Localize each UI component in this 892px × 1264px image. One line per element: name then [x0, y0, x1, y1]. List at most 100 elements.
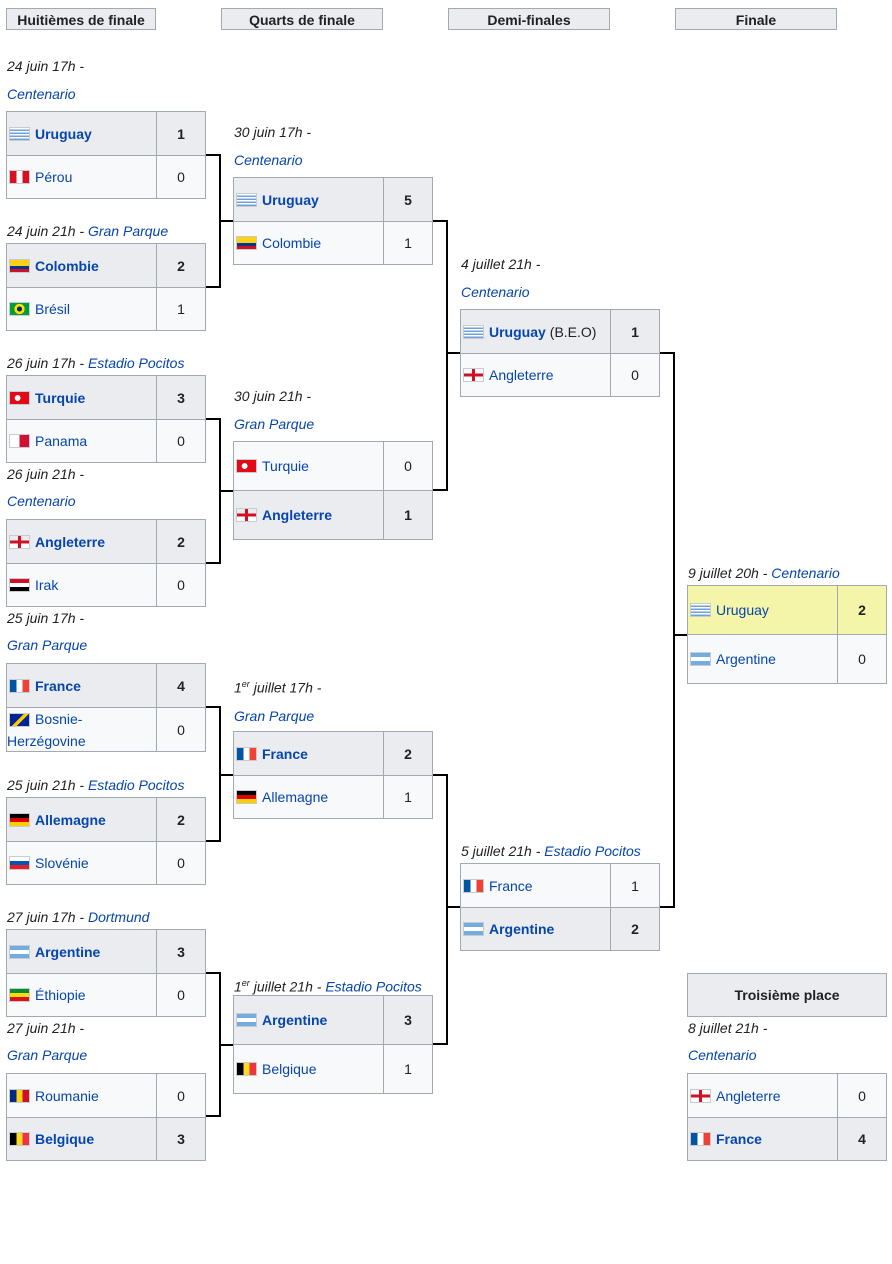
- team-link[interactable]: France: [461, 864, 610, 907]
- team-link[interactable]: Colombie: [234, 222, 383, 264]
- venue-link[interactable]: Centenario: [771, 565, 840, 581]
- team-link[interactable]: Roumanie: [7, 1074, 156, 1117]
- venue-link[interactable]: Gran Parque: [87, 223, 169, 239]
- venue-link[interactable]: Estadio Pocitos: [544, 843, 641, 859]
- venue-link[interactable]: Gran Parque: [7, 1047, 88, 1063]
- match-r16-3: Turquie 3 Panama 0: [6, 375, 206, 463]
- team-link[interactable]: Bosnie-Herzégovine: [7, 711, 86, 749]
- uruguay-flag-icon: [690, 603, 711, 617]
- team-row: Angleterre 0: [687, 1073, 887, 1118]
- match-r16-5: France 4 Bosnie-Herzégovine 0: [6, 663, 206, 752]
- header-semifinals: Demi-finales: [448, 8, 610, 30]
- team-link[interactable]: Argentine: [688, 635, 837, 683]
- team-link[interactable]: Uruguay: [7, 112, 156, 155]
- venue-link[interactable]: Gran Parque: [234, 416, 315, 432]
- team-link[interactable]: Argentine: [234, 996, 383, 1044]
- team-link[interactable]: Pérou: [7, 156, 156, 198]
- team-row: France 1: [460, 863, 660, 908]
- team-row: Argentine 2: [460, 907, 660, 951]
- match-qf-3: France 2 Allemagne 1: [233, 731, 433, 819]
- team-link[interactable]: France: [7, 664, 156, 707]
- match-meta: 9 juillet 20h - Centenario: [688, 565, 840, 581]
- score: 1: [383, 1045, 432, 1093]
- team-link[interactable]: Uruguay: [234, 178, 383, 221]
- argentina-flag-icon: [690, 652, 711, 666]
- belgium-flag-icon: [9, 1132, 30, 1146]
- team-link[interactable]: France: [688, 1118, 837, 1160]
- score: 1: [610, 310, 659, 353]
- romania-flag-icon: [9, 1088, 30, 1103]
- team-link[interactable]: Brésil: [7, 288, 156, 330]
- bracket-connector: [206, 972, 221, 1117]
- team-link[interactable]: Panama: [7, 420, 156, 462]
- team-link[interactable]: Angleterre: [461, 354, 610, 396]
- score: 0: [156, 564, 205, 606]
- venue-link[interactable]: Centenario: [7, 493, 76, 509]
- team-row: Turquie 0: [233, 441, 433, 491]
- turkey-flag-icon: [236, 459, 257, 473]
- match-sf-1: Uruguay(B.E.O) 1 Angleterre 0: [460, 309, 660, 397]
- score: 0: [156, 1074, 205, 1117]
- venue-link[interactable]: Estadio Pocitos: [325, 978, 422, 995]
- colombia-flag-icon: [236, 236, 257, 250]
- venue-link[interactable]: Centenario: [688, 1047, 757, 1063]
- venue-link[interactable]: Gran Parque: [234, 707, 315, 724]
- team-link[interactable]: Turquie: [234, 442, 383, 490]
- match-meta: 30 juin 17h - Centenario: [234, 124, 312, 168]
- team-link[interactable]: Uruguay(B.E.O): [461, 310, 610, 353]
- match-qf-4: Argentine 3 Belgique 1: [233, 995, 433, 1094]
- team-row: Brésil 1: [6, 287, 206, 331]
- peru-flag-icon: [9, 170, 30, 184]
- match-qf-1: Uruguay 5 Colombie 1: [233, 177, 433, 265]
- header-final: Finale: [675, 8, 837, 30]
- team-link[interactable]: Turquie: [7, 376, 156, 419]
- venue-link[interactable]: Dortmund: [87, 909, 150, 925]
- team-link[interactable]: Angleterre: [688, 1074, 837, 1117]
- team-link[interactable]: Éthiopie: [7, 974, 156, 1016]
- team-link[interactable]: Angleterre: [234, 491, 383, 539]
- team-link[interactable]: Uruguay: [688, 586, 837, 634]
- venue-link[interactable]: Centenario: [234, 152, 303, 168]
- venue-link[interactable]: Gran Parque: [7, 637, 88, 653]
- score: 2: [156, 520, 205, 563]
- team-link[interactable]: Colombie: [7, 244, 156, 287]
- match-meta: 1er juillet 17h - Gran Parque: [234, 679, 322, 724]
- team-row: Colombie 1: [233, 221, 433, 265]
- venue-link[interactable]: Centenario: [7, 86, 76, 102]
- match-meta: 27 juin 21h - Gran Parque: [7, 1020, 88, 1063]
- team-link[interactable]: Angleterre: [7, 520, 156, 563]
- venue-link[interactable]: Centenario: [461, 284, 530, 300]
- bracket-connector: [206, 418, 221, 564]
- score: 1: [610, 864, 659, 907]
- team-link[interactable]: Allemagne: [234, 776, 383, 818]
- score: 2: [156, 244, 205, 287]
- score: 0: [837, 1074, 886, 1117]
- team-link[interactable]: Slovénie: [7, 842, 156, 884]
- team-link[interactable]: Irak: [7, 564, 156, 606]
- match-meta: 25 juin 17h - Gran Parque: [7, 610, 88, 653]
- team-link[interactable]: Argentine: [461, 908, 610, 950]
- header-quarterfinals: Quarts de finale: [221, 8, 383, 30]
- venue-link[interactable]: Estadio Pocitos: [87, 355, 185, 371]
- team-link[interactable]: Belgique: [234, 1045, 383, 1093]
- uruguay-flag-icon: [9, 126, 30, 141]
- bracket-connector: [660, 352, 675, 908]
- ethiopia-flag-icon: [9, 988, 30, 1002]
- france-flag-icon: [9, 678, 30, 693]
- match-meta: 1er juillet 21h - Estadio Pocitos: [234, 978, 422, 995]
- team-row: Turquie 3: [6, 375, 206, 420]
- venue-link[interactable]: Estadio Pocitos: [87, 777, 185, 793]
- team-row: Allemagne 1: [233, 775, 433, 819]
- team-link[interactable]: Argentine: [7, 930, 156, 973]
- team-link[interactable]: France: [234, 732, 383, 775]
- germany-flag-icon: [9, 812, 30, 827]
- team-row: Bosnie-Herzégovine 0: [6, 707, 206, 752]
- score: 4: [837, 1118, 886, 1160]
- england-flag-icon: [463, 368, 484, 382]
- team-row: Uruguay 2: [687, 585, 887, 635]
- bracket-connector: [447, 352, 460, 354]
- team-link[interactable]: Allemagne: [7, 798, 156, 841]
- team-link[interactable]: Belgique: [7, 1118, 156, 1160]
- match-r16-2: Colombie 2 Brésil 1: [6, 243, 206, 331]
- score: 3: [156, 376, 205, 419]
